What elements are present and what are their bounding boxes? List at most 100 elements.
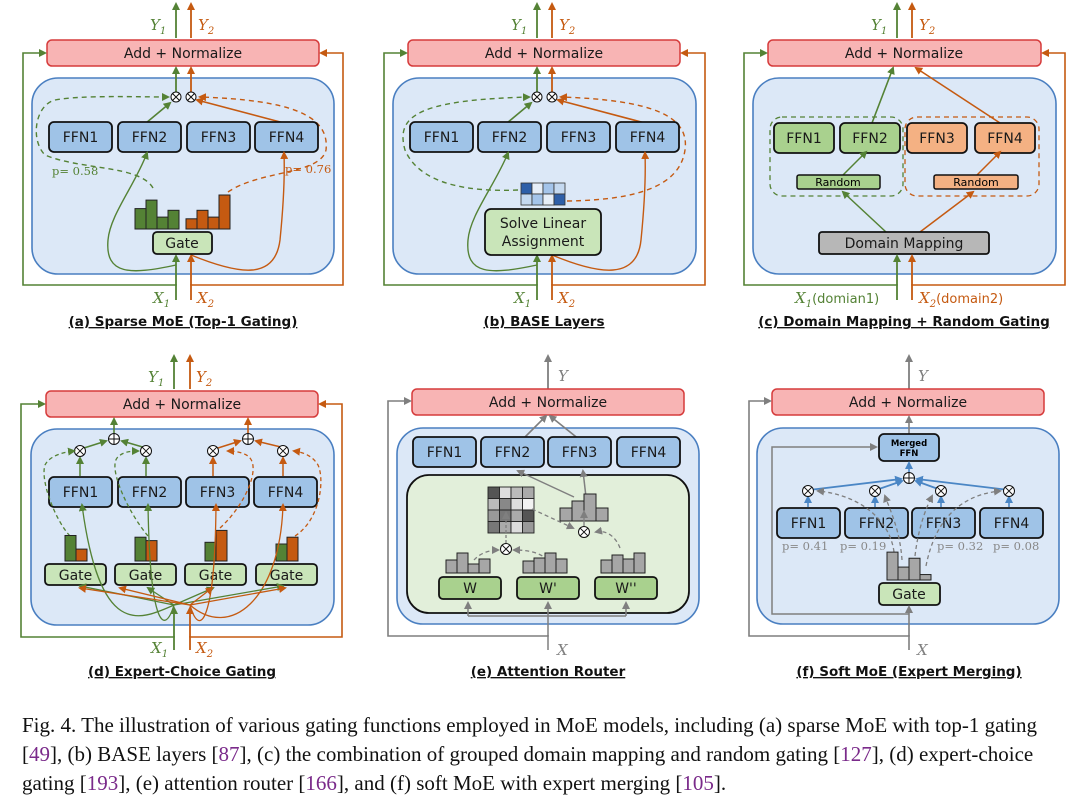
expert-ffn2: FFN2 [839,122,901,154]
output-y2-label: Y2 [919,16,935,37]
attention-weight-cell [510,498,523,511]
expert-label: FFN3 [201,130,237,146]
expert-ffn1: FFN1 [409,121,474,153]
input-x1-label: X1 [152,289,170,310]
gate-block: Gate [255,563,318,586]
gate-label: Gate [892,587,926,603]
gate-block: Gate [44,563,107,586]
input-x1-label: X1 [513,289,531,310]
random-gate-domain1 [796,174,881,190]
expert-ffn4: FFN4 [254,121,319,153]
multiply-icon [74,445,86,457]
citation-link[interactable]: 166 [305,771,337,795]
solve-linear-assignment-block [484,208,602,256]
input-x2-domain2-label: X2(domain2) [918,289,1003,310]
input-x-label: X [556,641,569,659]
caption-text: [ [22,742,29,766]
gate-score-bar [919,574,932,581]
domain-mapping-label: Domain Mapping [845,236,964,252]
gate-score-bar-token1 [134,536,147,562]
expert-label: FFN3 [919,131,955,147]
projection-score-bar [478,558,491,574]
citation-link[interactable]: 127 [840,742,872,766]
attention-weight-cell [487,509,500,522]
attention-weight-cell [510,486,523,499]
expert-ffn3: FFN3 [546,121,611,153]
expert-ffn3: FFN3 [186,121,251,153]
expert-ffn2: FFN2 [844,507,909,539]
attention-weight-cell [522,498,535,511]
projection-label: W [463,581,477,597]
gate-block: Gate [114,563,177,586]
histogram-bar [595,507,609,522]
add-normalize-label: Add + Normalize [489,395,607,411]
gate-score-bar [908,557,921,581]
input-x1-domain1-label: X1(domian1) [794,289,879,310]
caption-text: ], (c) the combination of grouped domain… [239,742,841,766]
multiply-icon [546,91,558,103]
gate-label: Gate [199,568,233,584]
expert-label: FFN1 [63,130,99,146]
histogram-bar [583,493,597,522]
add-normalize-block [411,388,685,416]
multiply-icon [185,91,197,103]
output-y1-label: Y1 [148,368,164,389]
multiply-icon [170,91,182,103]
histogram-bar [571,500,585,522]
caption-text: ], (b) BASE layers [ [50,742,219,766]
projection-score-bar [456,552,469,574]
attention-weight-cell [522,521,535,534]
expert-label: FFN4 [630,130,666,146]
gate-score-bar-token2 [218,194,231,230]
projection-label: W' [539,581,557,597]
caption-text: The illustration of various gating funct… [76,713,1038,737]
expert-ffn1: FFN1 [48,476,113,508]
gate-label: Gate [129,568,163,584]
attention-weight-cell [499,486,512,499]
probability-label-token1: p= 0.58 [52,164,98,178]
citation-link[interactable]: 105 [682,771,714,795]
add-icon [108,433,120,445]
gate-label: Gate [270,568,304,584]
expert-probability-label: p= 0.41 [782,539,828,553]
caption-label: Fig. 4. [22,713,77,737]
output-y-label: Y [918,367,930,385]
output-y1-label: Y1 [871,16,887,37]
attention-weight-cell [510,521,523,534]
gate-score-bar-token2 [215,529,228,562]
caption-text: ], (d) expert-choice gating [ [22,742,1034,795]
output-y2-label: Y2 [559,16,575,37]
expert-ffn4: FFN4 [615,121,680,153]
expert-probability-label: p= 0.19 [840,539,886,553]
add-normalize-label: Add + Normalize [849,395,967,411]
gate-block [152,231,213,255]
domain2-expert-group [904,116,1040,197]
attention-weight-cell [510,509,523,522]
citation-link[interactable]: 193 [86,771,119,795]
gate-score-bar-token1 [167,209,180,230]
expert-ffn3: FFN3 [906,122,968,154]
expert-label: FFN4 [994,516,1030,532]
expert-label: FFN2 [492,130,528,146]
random-label: Random [953,176,999,189]
panel-title: (b) BASE Layers [483,314,604,330]
citation-link[interactable]: 87 [218,742,240,766]
citation-link[interactable]: 49 [29,742,50,766]
expert-label: FFN1 [424,130,460,146]
projection-score-bar [622,558,635,574]
expert-ffn2: FFN2 [117,476,182,508]
projection-score-bar [555,558,568,574]
assignment-label-line2: Assignment [502,234,585,250]
expert-ffn4: FFN4 [974,122,1036,154]
expert-label: FFN4 [987,131,1023,147]
output-y-label: Y [558,367,570,385]
expert-ffn4: FFN4 [979,507,1044,539]
attention-weight-cell [499,521,512,534]
panel-title: (e) Attention Router [471,664,626,680]
attention-weight-cell [522,486,535,499]
multiply-icon [277,445,289,457]
expert-label: FFN3 [926,516,962,532]
